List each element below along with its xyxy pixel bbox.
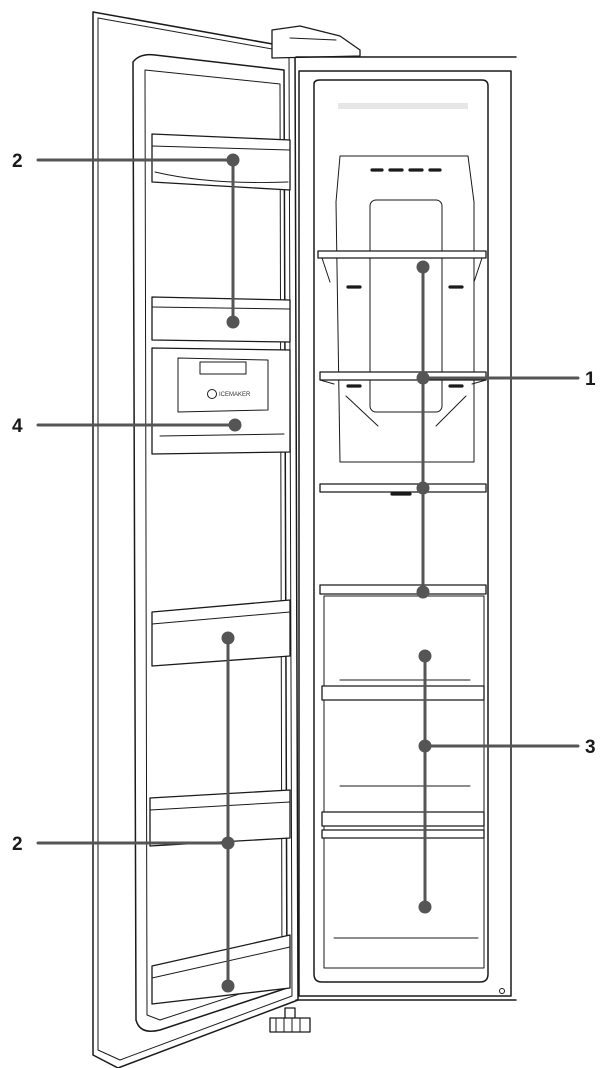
callout-label-2-upper: 2: [12, 151, 23, 172]
callout-4-icemaker: 4: [12, 416, 242, 437]
cabinet: [269, 25, 517, 1033]
door-bin-second: [151, 296, 291, 343]
icemaker-badge: ICEMAKER: [219, 392, 251, 398]
door-bin-fourth: [149, 789, 291, 847]
cabinet-shelf-4: [319, 584, 487, 595]
door-bin-third: [151, 599, 291, 667]
top-hinge: [271, 25, 361, 59]
callout-1-shelves: 1: [416, 260, 596, 599]
callout-label-4: 4: [12, 416, 23, 437]
callout-label-3: 3: [585, 737, 596, 758]
door-bin-bottom: [151, 934, 291, 1005]
door-bin-top: [151, 133, 291, 191]
cabinet-shelf-1: [317, 250, 487, 289]
leveling-foot: [269, 1007, 311, 1033]
callout-3-drawers: 3: [418, 649, 596, 914]
crisper-drawers: [321, 595, 485, 969]
cabinet-shelf-3: [319, 483, 487, 496]
callout-2-lower-door-bins: 2: [12, 631, 235, 993]
light-strip: [338, 103, 468, 109]
callout-label-1: 1: [585, 369, 596, 390]
callout-label-2-lower: 2: [12, 834, 23, 855]
icemaker-unit: ICEMAKER: [151, 347, 291, 455]
callout-2-upper-door-bins: 2: [12, 151, 240, 329]
icemaker-logo-icon: [207, 389, 217, 399]
open-door: ICEMAKER: [92, 11, 299, 1068]
